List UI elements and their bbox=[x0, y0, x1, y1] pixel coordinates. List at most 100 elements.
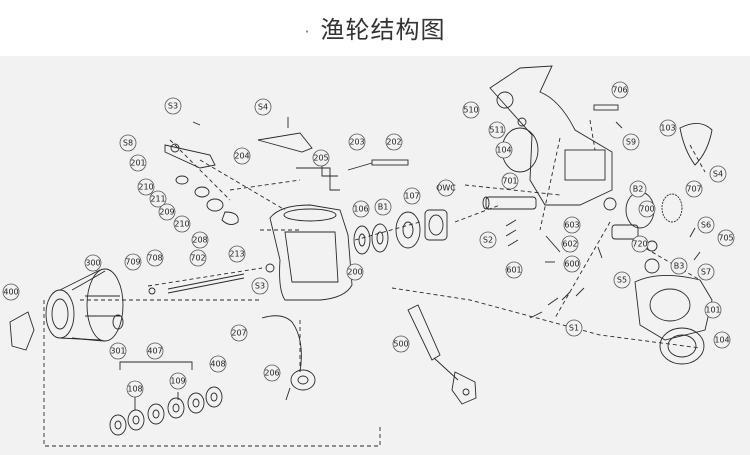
header: · 渔轮结构图 bbox=[0, 0, 750, 56]
callout: S9 bbox=[622, 133, 640, 151]
main-shaft-part bbox=[148, 263, 275, 295]
gear-housing-part bbox=[634, 240, 713, 365]
page-title: · 渔轮结构图 bbox=[0, 10, 750, 45]
callout: 211 bbox=[149, 190, 167, 208]
callout-text: 300 bbox=[85, 259, 100, 268]
callout: 510 bbox=[462, 101, 480, 119]
callout: 104 bbox=[713, 331, 731, 349]
callout-text: S7 bbox=[701, 268, 711, 277]
callout: 500 bbox=[392, 335, 410, 353]
callout: 700 bbox=[638, 200, 656, 218]
callout-text: 601 bbox=[506, 266, 521, 275]
callout-text: 207 bbox=[231, 329, 246, 338]
callout-text: 204 bbox=[234, 152, 249, 161]
callout-text: 700 bbox=[639, 205, 654, 214]
callout-text: 209 bbox=[159, 208, 174, 217]
callout-text: 108 bbox=[127, 385, 142, 394]
callout-text: 211 bbox=[150, 195, 165, 204]
callout-text: B2 bbox=[633, 185, 644, 194]
callout: S6 bbox=[697, 216, 715, 234]
guide-lines bbox=[43, 119, 706, 447]
callout-text: 200 bbox=[347, 268, 362, 277]
callout-text: 407 bbox=[147, 347, 162, 356]
callout: 107 bbox=[403, 187, 421, 205]
callout-text: 600 bbox=[564, 260, 579, 269]
rotor-part bbox=[269, 204, 353, 301]
callout-text: 202 bbox=[386, 138, 401, 147]
callout-text: 500 bbox=[393, 340, 408, 349]
callout-text: 101 bbox=[705, 306, 720, 315]
callout: 709 bbox=[124, 253, 142, 271]
callout-text: S4 bbox=[258, 103, 268, 112]
callout-text: S9 bbox=[626, 138, 636, 147]
side-cover-part bbox=[679, 123, 713, 166]
spool-part bbox=[45, 268, 124, 342]
callout: 602 bbox=[561, 235, 579, 253]
callout: 708 bbox=[146, 249, 164, 267]
title-dot: · bbox=[304, 21, 311, 41]
screw-parts bbox=[505, 104, 701, 319]
callout: B3 bbox=[670, 257, 688, 275]
callout: 109 bbox=[169, 372, 187, 390]
callout: 400 bbox=[2, 283, 20, 301]
callout-text: 706 bbox=[612, 86, 627, 95]
callout: 707 bbox=[685, 180, 703, 198]
callout-text: S3 bbox=[168, 102, 178, 111]
callout: 706 bbox=[611, 81, 629, 99]
callout-text: 210 bbox=[174, 220, 189, 229]
callout: 720 bbox=[631, 235, 649, 253]
callout: OWC bbox=[436, 179, 456, 197]
callout: 207 bbox=[230, 324, 248, 342]
title-text: 渔轮结构图 bbox=[320, 16, 446, 44]
washer-stack bbox=[109, 361, 223, 436]
callout: 511 bbox=[488, 121, 506, 139]
callout: 202 bbox=[385, 133, 403, 151]
callout: S8 bbox=[119, 134, 137, 152]
callout-text: 201 bbox=[130, 159, 145, 168]
callout: 601 bbox=[505, 261, 523, 279]
bail-wire-part bbox=[257, 117, 409, 191]
callout: 408 bbox=[209, 355, 227, 373]
callout-text: S3 bbox=[255, 282, 265, 291]
callout-text: S8 bbox=[123, 139, 133, 148]
handle-part bbox=[407, 304, 477, 405]
callout-text: 205 bbox=[313, 154, 328, 163]
callout-text: 104 bbox=[714, 336, 729, 345]
callout: S5 bbox=[613, 271, 631, 289]
callout-text: S5 bbox=[617, 276, 627, 285]
callout-text: 213 bbox=[229, 250, 244, 259]
callout-text: S1 bbox=[569, 324, 579, 333]
callout-text: 707 bbox=[686, 185, 701, 194]
callout-text: 107 bbox=[404, 192, 419, 201]
callout: 209 bbox=[158, 203, 176, 221]
callout: S7 bbox=[697, 263, 715, 281]
callout-text: S6 bbox=[701, 221, 711, 230]
callout: 701 bbox=[501, 172, 519, 190]
bearing-parts bbox=[353, 209, 448, 255]
callout-text: 210 bbox=[138, 183, 153, 192]
callout-text: OWC bbox=[436, 184, 456, 193]
callout: S4 bbox=[254, 98, 272, 116]
bail-spring-part bbox=[261, 315, 316, 401]
callout-text: 708 bbox=[147, 254, 162, 263]
bail-arm-part bbox=[164, 121, 239, 225]
callout-text: 208 bbox=[192, 236, 207, 245]
callout: 210 bbox=[173, 215, 191, 233]
callout-text: 104 bbox=[496, 146, 511, 155]
pinion-part bbox=[482, 196, 537, 210]
callout: 705 bbox=[717, 229, 735, 247]
callout: 203 bbox=[348, 133, 366, 151]
callout: 206 bbox=[263, 364, 281, 382]
callout-labels: S3 S4 S8 201 210 211 209 210 208 204 205… bbox=[2, 81, 735, 398]
callout: 208 bbox=[191, 231, 209, 249]
callout: 205 bbox=[312, 149, 330, 167]
callout: 106 bbox=[352, 200, 370, 218]
callout-text: 103 bbox=[660, 124, 675, 133]
callout-text: 206 bbox=[264, 369, 279, 378]
callout-text: B3 bbox=[674, 262, 685, 271]
callout: 702 bbox=[189, 249, 207, 267]
callout: 407 bbox=[146, 342, 164, 360]
callout: S2 bbox=[479, 231, 497, 249]
callout: 603 bbox=[563, 216, 581, 234]
